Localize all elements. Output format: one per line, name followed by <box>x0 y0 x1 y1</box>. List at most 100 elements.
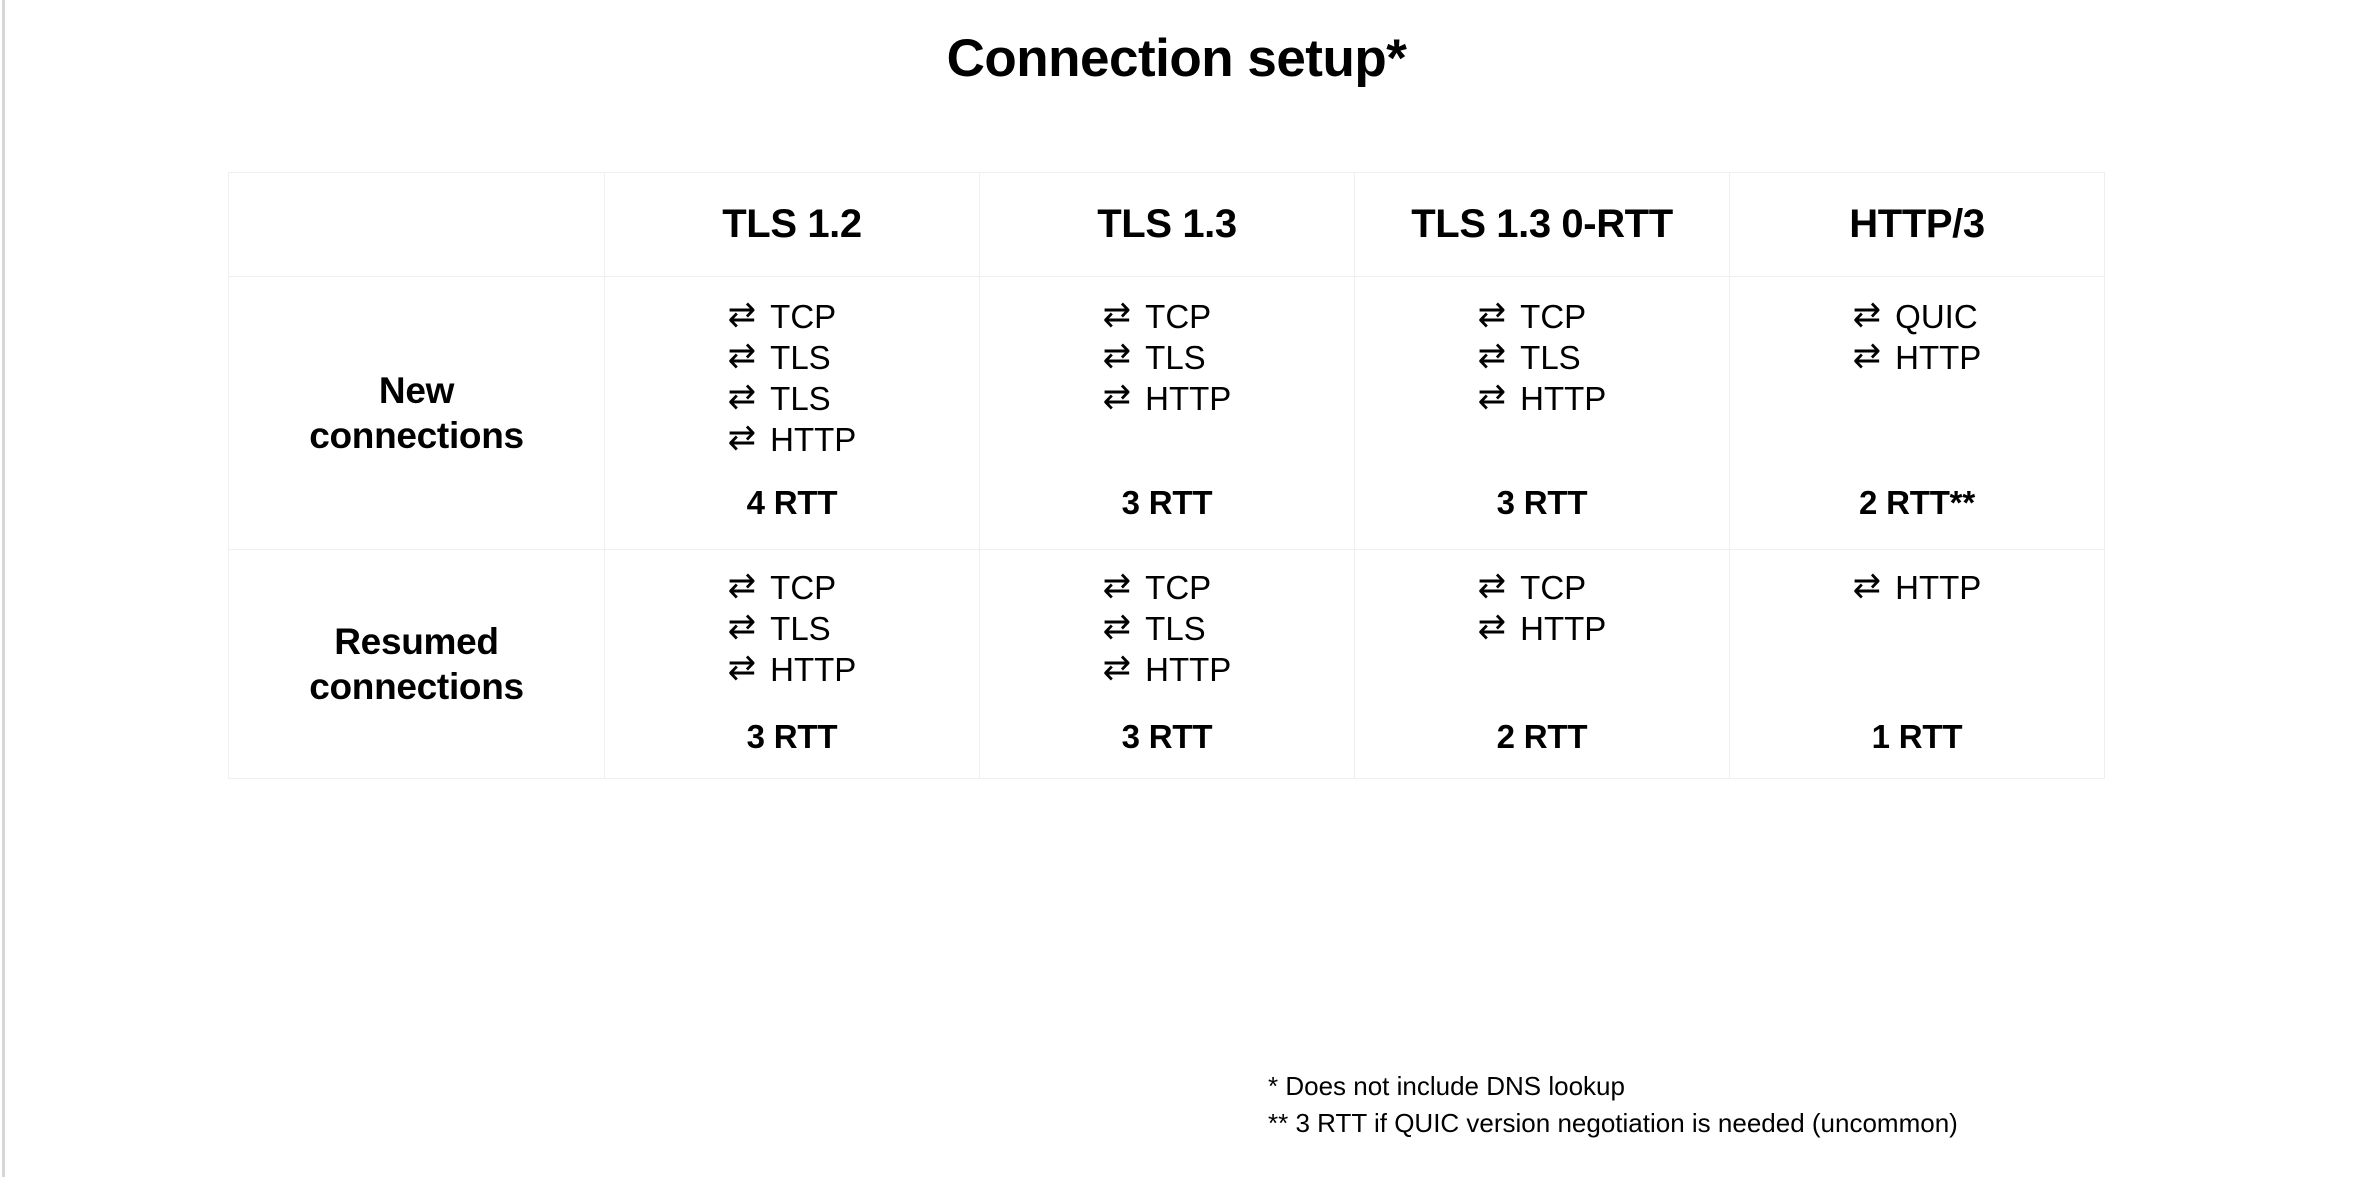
bidirectional-arrow-icon: ⇄ <box>1477 378 1507 416</box>
bidirectional-arrow-icon: ⇄ <box>1852 296 1882 334</box>
step-item: ⇄ HTTP <box>1477 378 1607 417</box>
bidirectional-arrow-icon: ⇄ <box>1102 608 1132 646</box>
step-label: TCP <box>770 297 837 335</box>
cell-resumed-tls13-0rtt: ⇄ TCP ⇄ HTTP 2 RTT <box>1354 549 1730 779</box>
footnotes: * Does not include DNS lookup ** 3 RTT i… <box>1268 1068 1958 1142</box>
page-title: Connection setup* <box>946 29 1407 88</box>
step-item: ⇄ TLS <box>727 608 831 647</box>
step-label: HTTP <box>1145 379 1232 417</box>
rtt-total: 1 RTT <box>1871 718 1963 755</box>
step-label: TLS <box>1145 338 1206 376</box>
cell-new-http3: ⇄ QUIC ⇄ HTTP 2 RTT** <box>1729 276 2105 550</box>
step-item: ⇄ TCP <box>727 567 837 606</box>
step-item: ⇄ TCP <box>1477 296 1587 335</box>
step-list: ⇄ TCP ⇄ HTTP <box>1477 567 1607 647</box>
row-label-line2: connections <box>309 415 524 456</box>
step-label: QUIC <box>1895 297 1978 335</box>
rtt-total: 3 RTT <box>1121 484 1213 521</box>
rtt-total: 3 RTT <box>1121 718 1213 755</box>
rtt-total: 4 RTT <box>746 484 838 521</box>
connection-setup-table: TLS 1.2 TLS 1.3 TLS 1.3 0-RTT HTTP/3 New… <box>228 172 2105 779</box>
step-item: ⇄ HTTP <box>1852 337 1982 376</box>
step-item: ⇄ TCP <box>1477 567 1587 606</box>
step-item: ⇄ TLS <box>1102 608 1206 647</box>
step-item: ⇄ TCP <box>1102 296 1212 335</box>
bidirectional-arrow-icon: ⇄ <box>1102 296 1132 334</box>
step-label: HTTP <box>770 650 857 688</box>
column-header-tls13-0rtt: TLS 1.3 0-RTT <box>1354 172 1730 277</box>
row-label-line1: Resumed <box>334 620 499 662</box>
step-label: TCP <box>770 568 837 606</box>
bidirectional-arrow-icon: ⇄ <box>1477 337 1507 375</box>
rtt-total: 2 RTT** <box>1859 484 1975 521</box>
step-label: TLS <box>1145 609 1206 647</box>
table-corner-cell <box>228 172 605 277</box>
bidirectional-arrow-icon: ⇄ <box>727 337 757 375</box>
step-item: ⇄ TCP <box>727 296 837 335</box>
step-list: ⇄ TCP ⇄ TLS ⇄ TLS ⇄ HTTP <box>727 296 857 458</box>
step-list: ⇄ TCP ⇄ TLS ⇄ HTTP <box>1102 296 1232 417</box>
step-label: TLS <box>770 379 831 417</box>
footnote-quic-version-negotiation: ** 3 RTT if QUIC version negotiation is … <box>1268 1107 1958 1138</box>
table-row-new-connections: New connections ⇄ TCP ⇄ TLS <box>228 276 2105 550</box>
step-item: ⇄ TLS <box>1477 337 1581 376</box>
step-list: ⇄ HTTP <box>1852 567 1982 606</box>
step-item: ⇄ HTTP <box>1102 649 1232 688</box>
bidirectional-arrow-icon: ⇄ <box>1852 337 1882 375</box>
bidirectional-arrow-icon: ⇄ <box>727 608 757 646</box>
step-list: ⇄ TCP ⇄ TLS ⇄ HTTP <box>727 567 857 688</box>
step-label: TCP <box>1145 568 1212 606</box>
row-label-line2: connections <box>309 666 524 707</box>
step-label: TCP <box>1145 297 1212 335</box>
rtt-total: 3 RTT <box>1496 484 1588 521</box>
row-label-resumed-connections: Resumed connections <box>228 549 605 779</box>
bidirectional-arrow-icon: ⇄ <box>1102 567 1132 605</box>
row-label-line1: New <box>378 369 455 411</box>
bidirectional-arrow-icon: ⇄ <box>727 649 757 687</box>
bidirectional-arrow-icon: ⇄ <box>1477 296 1507 334</box>
step-item: ⇄ TLS <box>1102 337 1206 376</box>
step-label: HTTP <box>1895 338 1982 376</box>
step-list: ⇄ QUIC ⇄ HTTP <box>1852 296 1982 376</box>
step-item: ⇄ QUIC <box>1852 296 1978 335</box>
bidirectional-arrow-icon: ⇄ <box>727 296 757 334</box>
bidirectional-arrow-icon: ⇄ <box>1102 649 1132 687</box>
table-header-row: TLS 1.2 TLS 1.3 TLS 1.3 0-RTT HTTP/3 <box>228 172 2105 277</box>
step-item: ⇄ HTTP <box>1102 378 1232 417</box>
step-label: TCP <box>1520 297 1587 335</box>
rtt-total: 2 RTT <box>1496 718 1588 755</box>
bidirectional-arrow-icon: ⇄ <box>1477 608 1507 646</box>
step-item: ⇄ HTTP <box>1477 608 1607 647</box>
step-label: HTTP <box>1145 650 1232 688</box>
column-header-tls12: TLS 1.2 <box>604 172 980 277</box>
step-label: HTTP <box>1520 609 1607 647</box>
bidirectional-arrow-icon: ⇄ <box>1102 378 1132 416</box>
step-item: ⇄ TCP <box>1102 567 1212 606</box>
step-label: HTTP <box>1520 379 1607 417</box>
row-label-new-connections: New connections <box>228 276 605 550</box>
step-list: ⇄ TCP ⇄ TLS ⇄ HTTP <box>1477 296 1607 417</box>
step-label: TLS <box>1520 338 1581 376</box>
step-label: TLS <box>770 338 831 376</box>
step-label: HTTP <box>770 420 857 458</box>
bidirectional-arrow-icon: ⇄ <box>1102 337 1132 375</box>
cell-resumed-tls13: ⇄ TCP ⇄ TLS ⇄ HTTP 3 RTT <box>979 549 1355 779</box>
column-header-tls13: TLS 1.3 <box>979 172 1355 277</box>
step-item: ⇄ TLS <box>727 378 831 417</box>
cell-new-tls13-0rtt: ⇄ TCP ⇄ TLS ⇄ HTTP 3 RTT <box>1354 276 1730 550</box>
slide-left-edge <box>2 0 5 1177</box>
step-label: TLS <box>770 609 831 647</box>
step-label: TCP <box>1520 568 1587 606</box>
footnote-dns-lookup: * Does not include DNS lookup <box>1268 1071 1625 1101</box>
bidirectional-arrow-icon: ⇄ <box>1852 567 1882 605</box>
step-item: ⇄ HTTP <box>727 649 857 688</box>
step-item: ⇄ TLS <box>727 337 831 376</box>
rtt-total: 3 RTT <box>746 718 838 755</box>
bidirectional-arrow-icon: ⇄ <box>727 567 757 605</box>
bidirectional-arrow-icon: ⇄ <box>727 419 757 457</box>
step-label: HTTP <box>1895 568 1982 606</box>
step-item: ⇄ HTTP <box>727 419 857 458</box>
cell-new-tls12: ⇄ TCP ⇄ TLS ⇄ TLS ⇄ HTTP <box>604 276 980 550</box>
bidirectional-arrow-icon: ⇄ <box>1477 567 1507 605</box>
bidirectional-arrow-icon: ⇄ <box>727 378 757 416</box>
